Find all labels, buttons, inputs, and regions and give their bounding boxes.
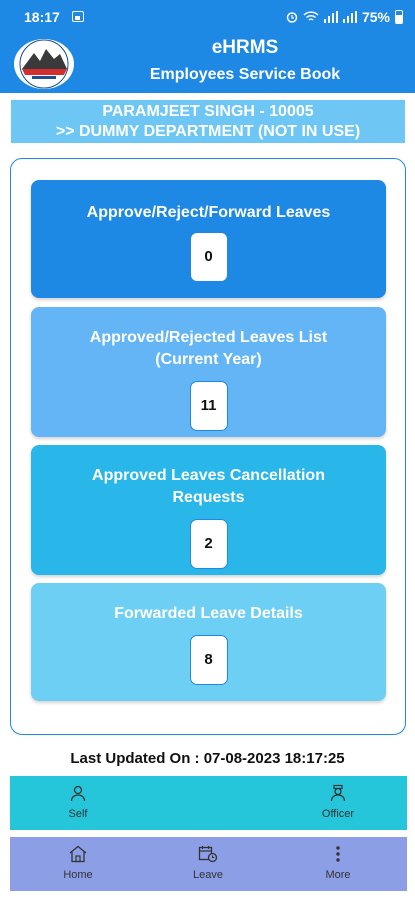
nav-self-label: Self [68,808,88,820]
tile-label-line1: Approved/Rejected Leaves List [89,329,328,346]
tile-label-line2: (Current Year) [155,351,262,368]
forwarded-leave-details-tile[interactable]: Forwarded Leave Details 8 [31,583,386,701]
tile-label: Approved Leaves Cancellation Requests [41,465,376,509]
alarm-icon [286,11,298,23]
leave-actions-card: Approve/Reject/Forward Leaves 0 Approved… [10,158,406,735]
approved-rejected-list-tile[interactable]: Approved/Rejected Leaves List (Current Y… [31,307,386,437]
signal-icon [323,10,338,23]
tile-count-badge: 2 [189,519,228,569]
employee-name: PARAMJEET SINGH - 10005 [102,103,314,120]
home-icon [69,845,87,863]
nav-leave-label: Leave [193,869,223,881]
signal-icon-2 [342,10,357,23]
emblem-logo [14,39,74,89]
battery-percent: 75% [361,8,390,25]
nav-more[interactable]: More [318,845,358,881]
nav-home-label: Home [63,869,93,881]
person-icon [70,785,86,802]
officer-icon [330,784,346,802]
employee-department: >> DUMMY DEPARTMENT (NOT IN USE) [55,123,361,140]
cancellation-requests-tile[interactable]: Approved Leaves Cancellation Requests 2 [31,445,386,575]
tile-label: Approve/Reject/Forward Leaves [86,204,331,221]
last-updated-text: Last Updated On : 07-08-2023 18:17:25 [70,750,345,767]
gallery-icon [71,11,84,22]
tile-label-line1: Approved Leaves Cancellation [92,467,325,484]
app-header: eHRMS Employees Service Book [0,33,415,93]
wifi-icon [303,10,319,21]
employee-banner: PARAMJEET SINGH - 10005 >> DUMMY DEPARTM… [11,100,405,143]
nav-officer-label: Officer [321,808,355,820]
status-left: 18:17 [24,9,84,25]
tile-count-badge: 0 [189,232,228,282]
app-subtitle: Employees Service Book [149,66,341,83]
battery-icon [395,9,403,24]
nav-self[interactable]: Self [58,784,98,820]
nav-leave[interactable]: Leave [188,845,228,881]
status-right: 75% [286,9,403,25]
approve-reject-forward-tile[interactable]: Approve/Reject/Forward Leaves 0 [31,180,386,298]
more-vertical-icon [336,846,340,862]
nav-more-label: More [325,869,351,881]
nav-officer[interactable]: Officer [318,784,358,820]
status-time: 18:17 [24,8,60,25]
tile-count-badge: 8 [189,635,228,685]
tile-label: Forwarded Leave Details [114,605,303,622]
nav-home[interactable]: Home [58,845,98,881]
main-nav-bar: Home Leave More [10,837,407,891]
tile-label: Approved/Rejected Leaves List (Current Y… [41,327,376,371]
role-nav-bar: Self Officer [10,776,407,830]
app-title: eHRMS [211,37,279,58]
status-bar: 18:17 75% [0,0,415,33]
calendar-clock-icon [198,846,218,863]
tile-label-line2: Requests [172,489,245,506]
tile-count-badge: 11 [189,381,228,431]
